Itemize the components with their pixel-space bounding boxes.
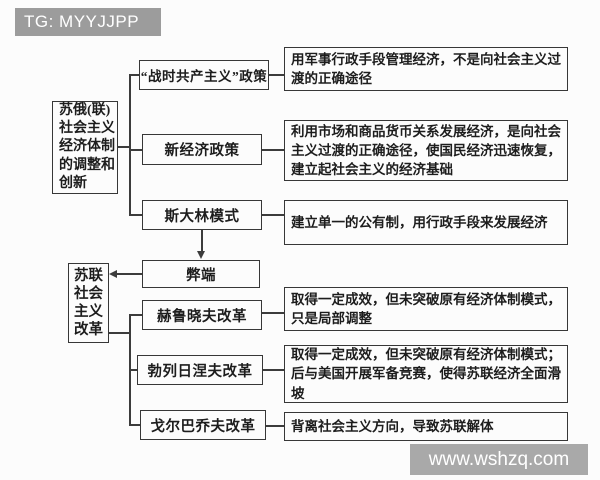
connector-line (130, 314, 142, 316)
node-new-economic-policy: 新经济政策 (142, 134, 262, 165)
node-khrushchev-reform: 赫鲁晓夫改革 (142, 300, 262, 330)
tg-badge: TG: MYYJJPP (15, 8, 161, 36)
desc-war-communism: 用军事行政手段管理经济，不是向社会主义过渡的正确途径 (284, 47, 568, 91)
connector-line (130, 149, 143, 151)
connector-line (262, 312, 284, 314)
connector-line (263, 369, 284, 371)
node-brezhnev-reform: 勃列日涅夫改革 (137, 355, 263, 385)
watermark: www.wshzq.com (410, 444, 588, 475)
arrowhead-down-icon (197, 251, 205, 259)
node-adjustment-innovation: 苏俄(联) 社会主义 经济体制 的调整和 创新 (52, 101, 118, 194)
desc-new-economic-policy: 利用市场和商品货币关系发展经济，是向社会主义过渡的正确途径，使国民经济迅速恢复，… (284, 120, 568, 181)
connector-line (129, 74, 131, 216)
connector-line (262, 214, 284, 216)
connector-line (130, 74, 140, 76)
desc-brezhnev-reform: 取得一定成效，但未突破原有经济体制模式；后与美国开展军备竞赛，使得苏联经济全面滑… (284, 345, 568, 403)
connector-line (262, 149, 284, 151)
connector-line (129, 314, 131, 426)
connector-line (118, 146, 130, 148)
connector-line (269, 74, 284, 76)
desc-stalin-model: 建立单一的公有制，用行政手段来发展经济 (284, 200, 568, 245)
node-war-communism: “战时共产主义”政策 (139, 60, 269, 90)
node-stalin-model: 斯大林模式 (142, 200, 262, 230)
connector-line (266, 425, 284, 427)
connector-line (130, 369, 137, 371)
node-soviet-reform: 苏联 社会 主义 改革 (68, 263, 109, 343)
desc-khrushchev-reform: 取得一定成效，但未突破原有经济体制模式，只是局部调整 (284, 287, 568, 331)
node-gorbachev-reform: 戈尔巴乔夫改革 (140, 410, 266, 440)
connector-line (109, 332, 130, 334)
connector-line (116, 273, 142, 275)
connector-line (130, 214, 143, 216)
connector-line (130, 424, 140, 426)
desc-gorbachev-reform: 背离社会主义方向，导致苏联解体 (284, 412, 568, 441)
node-drawbacks: 弊端 (142, 260, 260, 288)
arrowhead-left-icon (109, 269, 117, 278)
connector-line (201, 230, 203, 252)
